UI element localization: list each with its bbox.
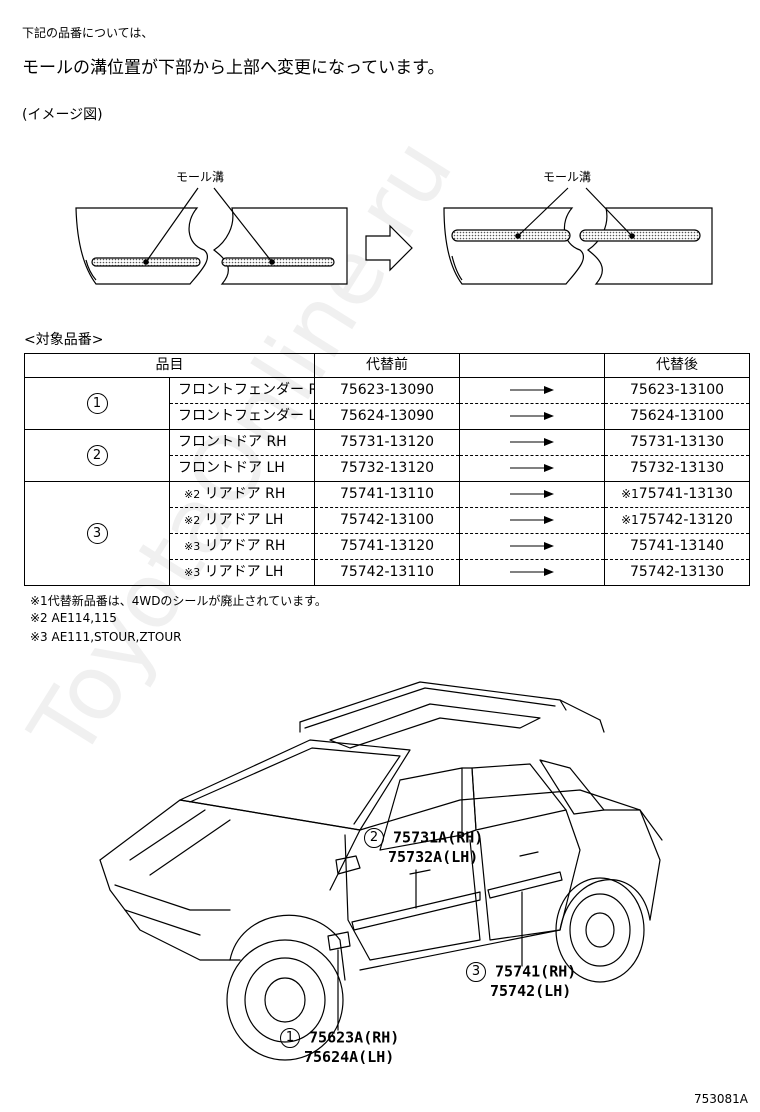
table-row: 3 ※2 リアドア RH 75741-13110 ※175741-13130 [24, 481, 750, 586]
after-panel [443, 187, 713, 285]
item-name: フロントフェンダー LH [169, 403, 315, 430]
arrow-right-icon [510, 412, 554, 420]
part-after: 75741-13140 [604, 533, 750, 560]
callout-rear-door: 3 75741(RH) 75742(LH) [466, 962, 576, 1001]
section-title: <対象品番> [24, 332, 104, 348]
footnote-mark: ※2 [184, 488, 201, 501]
before-panel [75, 187, 348, 285]
table-row: ※3 リアドア LH 75742-13110 75742-13130 [25, 559, 750, 586]
change-arrow-icon [365, 224, 413, 272]
footnote-mark: ※3 [184, 540, 201, 553]
part-after: 75731-13130 [604, 429, 750, 456]
part-before: 75624-13090 [314, 403, 460, 430]
figure-id: 753081A [694, 1092, 749, 1106]
group-number: 1 [86, 392, 108, 414]
header-item: 品目 [24, 353, 315, 378]
item-name: リアドア LH [204, 564, 284, 580]
arrow-right-icon [510, 386, 554, 394]
table-header-row: 品目 代替前 代替後 [24, 353, 750, 378]
part-after: 75741-13130 [638, 486, 733, 502]
part-after: 75742-13120 [638, 512, 733, 528]
arrow-right-icon [510, 438, 554, 446]
arrow-right-icon [510, 542, 554, 550]
header-before: 代替前 [314, 353, 460, 378]
item-name: フロントドア LH [169, 455, 315, 482]
table-row: ※3 リアドア RH 75741-13120 75741-13140 [25, 533, 750, 560]
callout-front-door: 2 75731A(RH) 75732A(LH) [364, 828, 483, 867]
part-after: 75623-13100 [604, 377, 750, 404]
molding-groove-diagram [75, 187, 713, 285]
part-before: 75731-13120 [314, 429, 460, 456]
footnote-mark: ※1 [621, 513, 639, 527]
note-2: ※2 AE114,115 [30, 611, 117, 625]
callout-part-rh: 75623A(RH) [309, 1028, 400, 1047]
header-arrow [459, 353, 605, 378]
intro-line: 下記の品番については、 [22, 26, 154, 40]
item-name: リアドア RH [204, 486, 286, 502]
group-number: 3 [86, 522, 108, 544]
part-before: 75623-13090 [314, 377, 460, 404]
table-row: フロントドア LH 75732-13120 75732-13130 [25, 455, 750, 482]
part-before: 75741-13120 [314, 533, 460, 560]
part-after: 75732-13130 [604, 455, 750, 482]
table-row: ※2 リアドア LH 75742-13100 ※175742-13120 [25, 507, 750, 534]
footnote-mark: ※3 [184, 566, 201, 579]
table-row: 2 フロントドア RH 75731-13120 75731-13130 [24, 429, 750, 482]
parts-table: 品目 代替前 代替後 1 フロントフェンダー RH 75623-13090 75… [24, 353, 750, 586]
part-before: 75741-13110 [314, 481, 460, 508]
table-row: フロントフェンダー LH 75624-13090 75624-13100 [25, 403, 750, 430]
callout-part-lh: 75742(LH) [490, 982, 572, 1000]
change-description: モールの溝位置が下部から上部へ変更になっています。 [22, 58, 445, 78]
arrow-right-icon [510, 490, 554, 498]
note-3: ※3 AE111,STOUR,ZTOUR [30, 630, 182, 644]
header-after: 代替後 [604, 353, 750, 378]
item-name: リアドア RH [204, 538, 286, 554]
vehicle-illustration [99, 681, 663, 1061]
item-name: フロントドア RH [169, 429, 315, 456]
item-name: フロントフェンダー RH [169, 377, 315, 404]
footnote-mark: ※1 [621, 487, 639, 501]
callout-part-rh: 75731A(RH) [393, 828, 484, 847]
image-note: (イメージ図) [22, 107, 103, 123]
note-1: ※1代替新品番は、4WDのシールが廃止されています。 [30, 594, 327, 608]
part-before: 75742-13110 [314, 559, 460, 586]
callout-number: 2 [364, 828, 384, 848]
table-row: 1 フロントフェンダー RH 75623-13090 75623-13100 [24, 377, 750, 430]
arrow-right-icon [510, 464, 554, 472]
footnote-mark: ※2 [184, 514, 201, 527]
callout-part-lh: 75732A(LH) [388, 848, 479, 866]
callout-number: 1 [280, 1028, 300, 1048]
part-after: 75742-13130 [604, 559, 750, 586]
group-number: 2 [86, 444, 108, 466]
groove-label-before: モール溝 [176, 170, 225, 184]
part-before: 75732-13120 [314, 455, 460, 482]
callout-number: 3 [466, 962, 486, 982]
part-after: 75624-13100 [604, 403, 750, 430]
arrow-right-icon [510, 568, 554, 576]
arrow-right-icon [510, 516, 554, 524]
groove-label-after: モール溝 [543, 170, 592, 184]
callout-part-rh: 75741(RH) [495, 962, 577, 981]
part-before: 75742-13100 [314, 507, 460, 534]
callout-front-fender: 1 75623A(RH) 75624A(LH) [280, 1028, 399, 1067]
callout-part-lh: 75624A(LH) [304, 1048, 395, 1066]
item-name: リアドア LH [204, 512, 284, 528]
